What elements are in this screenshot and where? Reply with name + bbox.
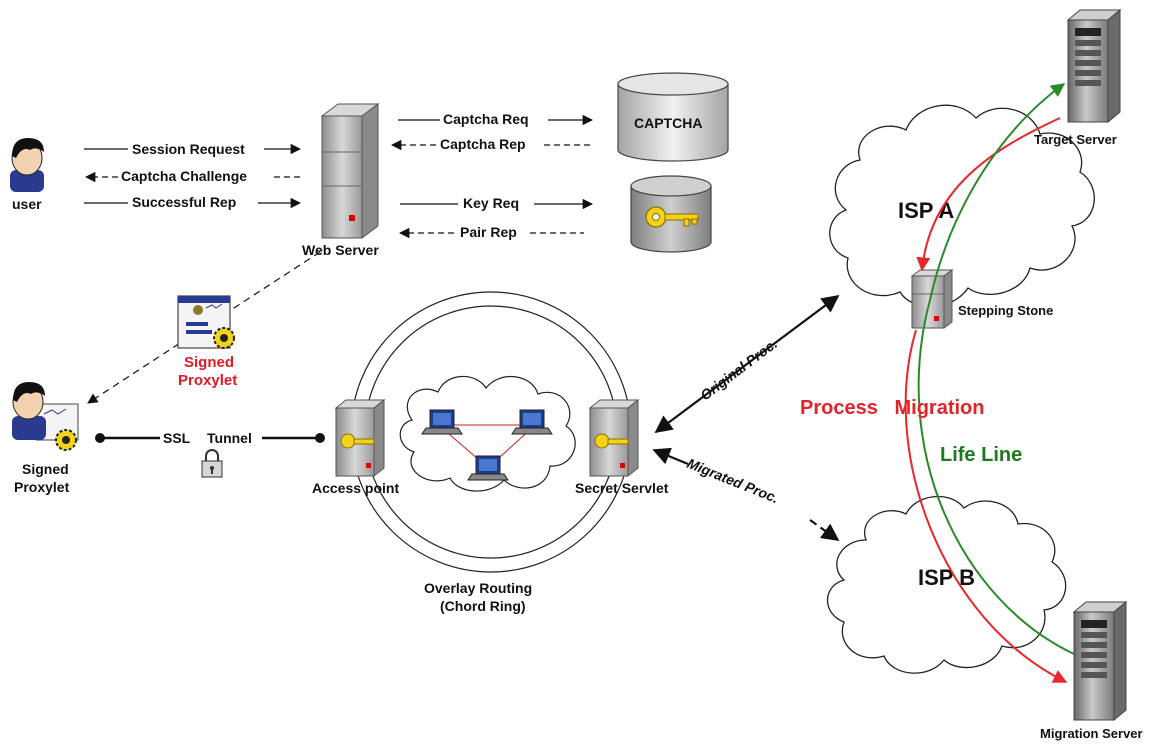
migrated-proc-label: Migrated Proc. bbox=[685, 455, 781, 506]
ssl-label: SSL bbox=[163, 430, 191, 446]
signed-proxylet-document-icon bbox=[177, 295, 235, 349]
isp-b-label: ISP B bbox=[918, 565, 975, 590]
tunnel-label: Tunnel bbox=[207, 430, 252, 446]
signed-proxylet-user-label-2: Proxylet bbox=[14, 479, 70, 495]
original-proc-arrow bbox=[654, 294, 840, 434]
migration-server-icon bbox=[1072, 600, 1128, 722]
captcha-database-label: CAPTCHA bbox=[634, 115, 702, 131]
secret-servlet-label: Secret Servlet bbox=[575, 480, 669, 496]
isp-a-cloud bbox=[829, 104, 1095, 308]
user-label: user bbox=[12, 196, 42, 212]
session-request-label: Session Request bbox=[132, 141, 245, 157]
life-line-label: Life Line bbox=[940, 444, 1022, 466]
overlay-label-2: (Chord Ring) bbox=[440, 598, 526, 614]
signed-proxylet-user-label-1: Signed bbox=[22, 461, 69, 477]
signed-proxylet-document-label-2: Proxylet bbox=[178, 372, 237, 389]
secret-servlet-server-icon bbox=[588, 398, 640, 478]
captcha-req-label: Captcha Req bbox=[443, 111, 529, 127]
key-icon bbox=[645, 206, 699, 228]
access-point-server-icon bbox=[334, 398, 386, 478]
target-server-label: Target Server bbox=[1034, 132, 1117, 147]
life-line-path bbox=[917, 83, 1075, 655]
process-migration-path-bottom bbox=[904, 329, 1068, 683]
laptop-icon bbox=[467, 455, 509, 481]
target-server-icon bbox=[1066, 8, 1122, 124]
pair-rep-label: Pair Rep bbox=[460, 224, 517, 240]
lock-icon bbox=[201, 449, 223, 478]
process-migration-path-top bbox=[916, 117, 1061, 272]
captcha-challenge-label: Captcha Challenge bbox=[121, 168, 247, 184]
overlay-label-1: Overlay Routing bbox=[424, 580, 532, 596]
captcha-rep-label: Captcha Rep bbox=[440, 136, 526, 152]
captcha-database-icon bbox=[617, 72, 729, 162]
migrated-proc-arrow bbox=[652, 447, 840, 542]
stepping-stone-label: Stepping Stone bbox=[958, 303, 1053, 318]
ssl-tunnel-line bbox=[95, 433, 325, 443]
laptop-icon bbox=[421, 409, 463, 435]
signed-proxylet-document-label-1: Signed bbox=[184, 354, 234, 371]
original-proc-label: Original Proc. bbox=[697, 335, 780, 403]
process-migration-label: Process Migration bbox=[800, 397, 985, 419]
user-icon bbox=[10, 138, 44, 192]
laptop-icon bbox=[511, 409, 553, 435]
migration-server-label: Migration Server bbox=[1040, 726, 1143, 741]
stepping-stone-server-icon bbox=[910, 269, 954, 329]
isp-b-cloud bbox=[827, 495, 1067, 674]
web-server-icon bbox=[320, 103, 380, 239]
access-point-label: Access point bbox=[312, 480, 399, 496]
web-server-label: Web Server bbox=[302, 242, 379, 258]
key-req-label: Key Req bbox=[463, 195, 519, 211]
overlay-cloud bbox=[399, 375, 576, 492]
successful-rep-label: Successful Rep bbox=[132, 194, 236, 210]
user-with-proxylet-icon bbox=[12, 382, 79, 451]
